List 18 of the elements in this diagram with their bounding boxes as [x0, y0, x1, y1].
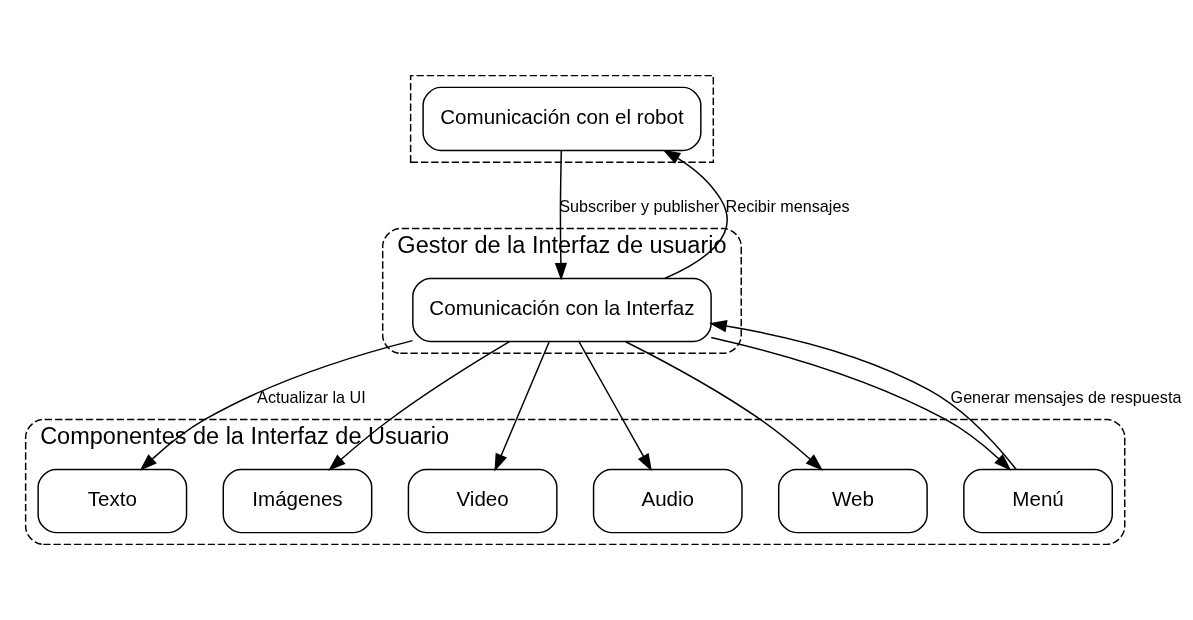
node-box: Comunicación con la Interfaz	[412, 277, 712, 343]
arrow	[662, 149, 728, 279]
node-box: Audio	[592, 468, 743, 534]
node-box: Texto	[37, 468, 188, 534]
edge-label: Recibir mensajes	[725, 196, 850, 215]
arrow	[494, 340, 550, 472]
arrow	[139, 339, 414, 471]
node-box: Imágenes	[222, 468, 373, 534]
arrow	[578, 340, 652, 472]
node-box: Video	[407, 468, 558, 534]
edge-label: Generar mensajes de respuesta	[950, 388, 1182, 407]
arrow	[554, 149, 568, 281]
edge-label: Subscriber y publisher	[559, 196, 720, 215]
node-box: Web	[777, 468, 928, 534]
arrow	[624, 341, 823, 471]
edge-label: Actualizar la UI	[257, 388, 366, 407]
node-box: Menú	[963, 468, 1113, 534]
node-box: Comunicación con el robot	[422, 86, 702, 152]
